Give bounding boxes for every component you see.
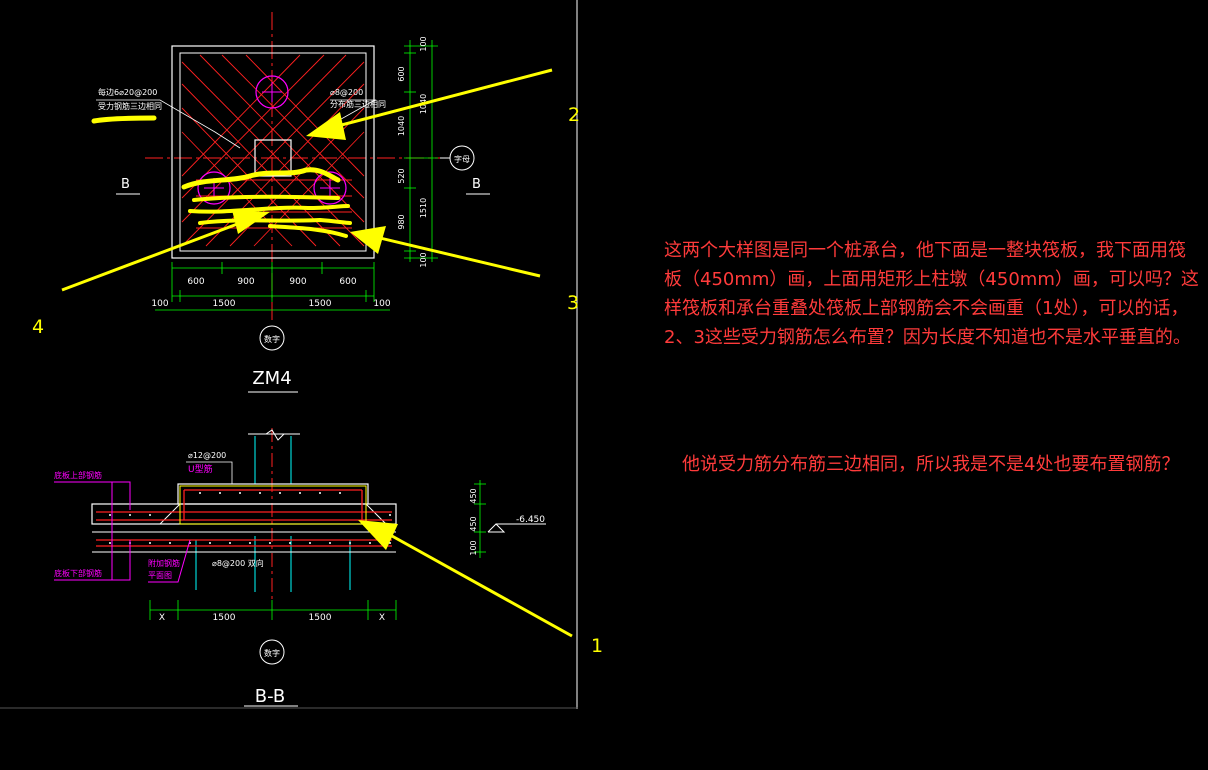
plan-label-rebar-left-1: 每边6⌀20@200 — [98, 87, 157, 97]
plan-dim-bottom-3: 900 — [289, 277, 306, 287]
arrow-4-icon — [232, 210, 270, 234]
arrow-3-icon — [350, 226, 386, 254]
section-label-extra-2: ⌀8@200 双向 — [212, 558, 264, 568]
plan-dim-right-1: 100 — [419, 36, 428, 51]
section-label-extra-1: 附加钢筋 — [148, 558, 180, 568]
section-label-u-bar: U型筋 — [188, 463, 213, 475]
plan-dim-bottom-1: 600 — [187, 277, 204, 287]
section-dim-right-1: 450 — [469, 488, 478, 503]
section-label-extra-3: 平面图 — [148, 571, 172, 580]
plan-dim-bottom-6: 1500 — [213, 299, 236, 309]
section-rebar — [96, 489, 392, 547]
plan-section-mark-left: B — [121, 177, 130, 192]
section-view: 底板上部钢筋 底板下部钢筋 附加钢筋 平面图 ⌀8@200 双向 ⌀12@200… — [54, 428, 546, 707]
section-dim-bottom-2: 1500 — [213, 613, 236, 623]
section-label-top-bar: ⌀12@200 — [188, 451, 226, 460]
plan-dim-right-5: 520 — [397, 168, 406, 183]
callout-2: 2 — [568, 104, 581, 126]
section-label-bottom-slab: 底板下部钢筋 — [54, 568, 102, 578]
plan-label-rebar-right-1: ⌀8@200 — [330, 88, 363, 97]
section-label-top-slab: 底板上部钢筋 — [54, 470, 102, 480]
plan-axis-bubble-right: 字母 — [454, 154, 470, 164]
section-dim-bottom-3: 1500 — [309, 613, 332, 623]
plan-dim-bottom-5: 100 — [151, 299, 168, 309]
plan-axis-bubble-bottom: 数字 — [264, 334, 280, 344]
arrow-2-icon — [306, 112, 346, 140]
callout-3: 3 — [567, 292, 580, 314]
plan-dim-right-2: 600 — [397, 66, 406, 81]
raft-section — [91, 503, 397, 525]
section-dim-bottom-4: X — [379, 613, 385, 623]
plan-dim-right-8: 100 — [419, 252, 428, 267]
plan-dim-bottom-7: 1500 — [309, 299, 332, 309]
plan-dim-bottom-8: 100 — [373, 299, 390, 309]
cap-section — [177, 483, 369, 505]
plan-dim-right-4: 1040 — [397, 116, 406, 136]
plan-dim-right-7: 980 — [397, 214, 406, 229]
question-paragraph-1: 这两个大样图是同一个桩承台，他下面是一整块筏板，我下面用筏板（450mm）画，上… — [664, 240, 1199, 348]
column-outline — [254, 139, 292, 177]
section-dim-right-3: 100 — [469, 540, 478, 555]
callout-1: 1 — [591, 635, 604, 657]
section-dim-bottom-1: X — [159, 613, 165, 623]
section-elevation: -6.450 — [516, 515, 545, 525]
plan-label-rebar-right-2: 分布筋三边相同 — [330, 99, 386, 109]
plan-label-rebar-left-2: 受力钢筋三边相同 — [98, 101, 162, 111]
section-title: B-B — [255, 686, 286, 707]
arrow-1-icon — [358, 520, 398, 550]
section-dim-right-2: 450 — [469, 516, 478, 531]
rebar-dots — [109, 492, 391, 544]
cap-outline — [171, 45, 375, 259]
plan-dim-bottom-4: 600 — [339, 277, 356, 287]
section-axis-bubble-bottom: 数字 — [264, 648, 280, 658]
question-paragraph-2: 他说受力筋分布筋三边相同，所以我是不是4处也要布置钢筋？ — [682, 454, 1180, 475]
callout-arrows — [61, 68, 573, 638]
rebar-mesh — [181, 54, 365, 247]
plan-section-mark-right: B — [472, 177, 481, 192]
plan-dim-bottom-2: 900 — [237, 277, 254, 287]
cad-drawing: 每边6⌀20@200 受力钢筋三边相同 ⌀8@200 分布筋三边相同 B B 字… — [0, 0, 578, 709]
plan-dim-right-6: 1510 — [419, 198, 428, 218]
highlight-marks — [91, 115, 352, 238]
callout-4: 4 — [32, 316, 45, 338]
plan-title: ZM4 — [252, 368, 291, 389]
plan-view: 每边6⌀20@200 受力钢筋三边相同 ⌀8@200 分布筋三边相同 B B 字… — [96, 12, 490, 393]
